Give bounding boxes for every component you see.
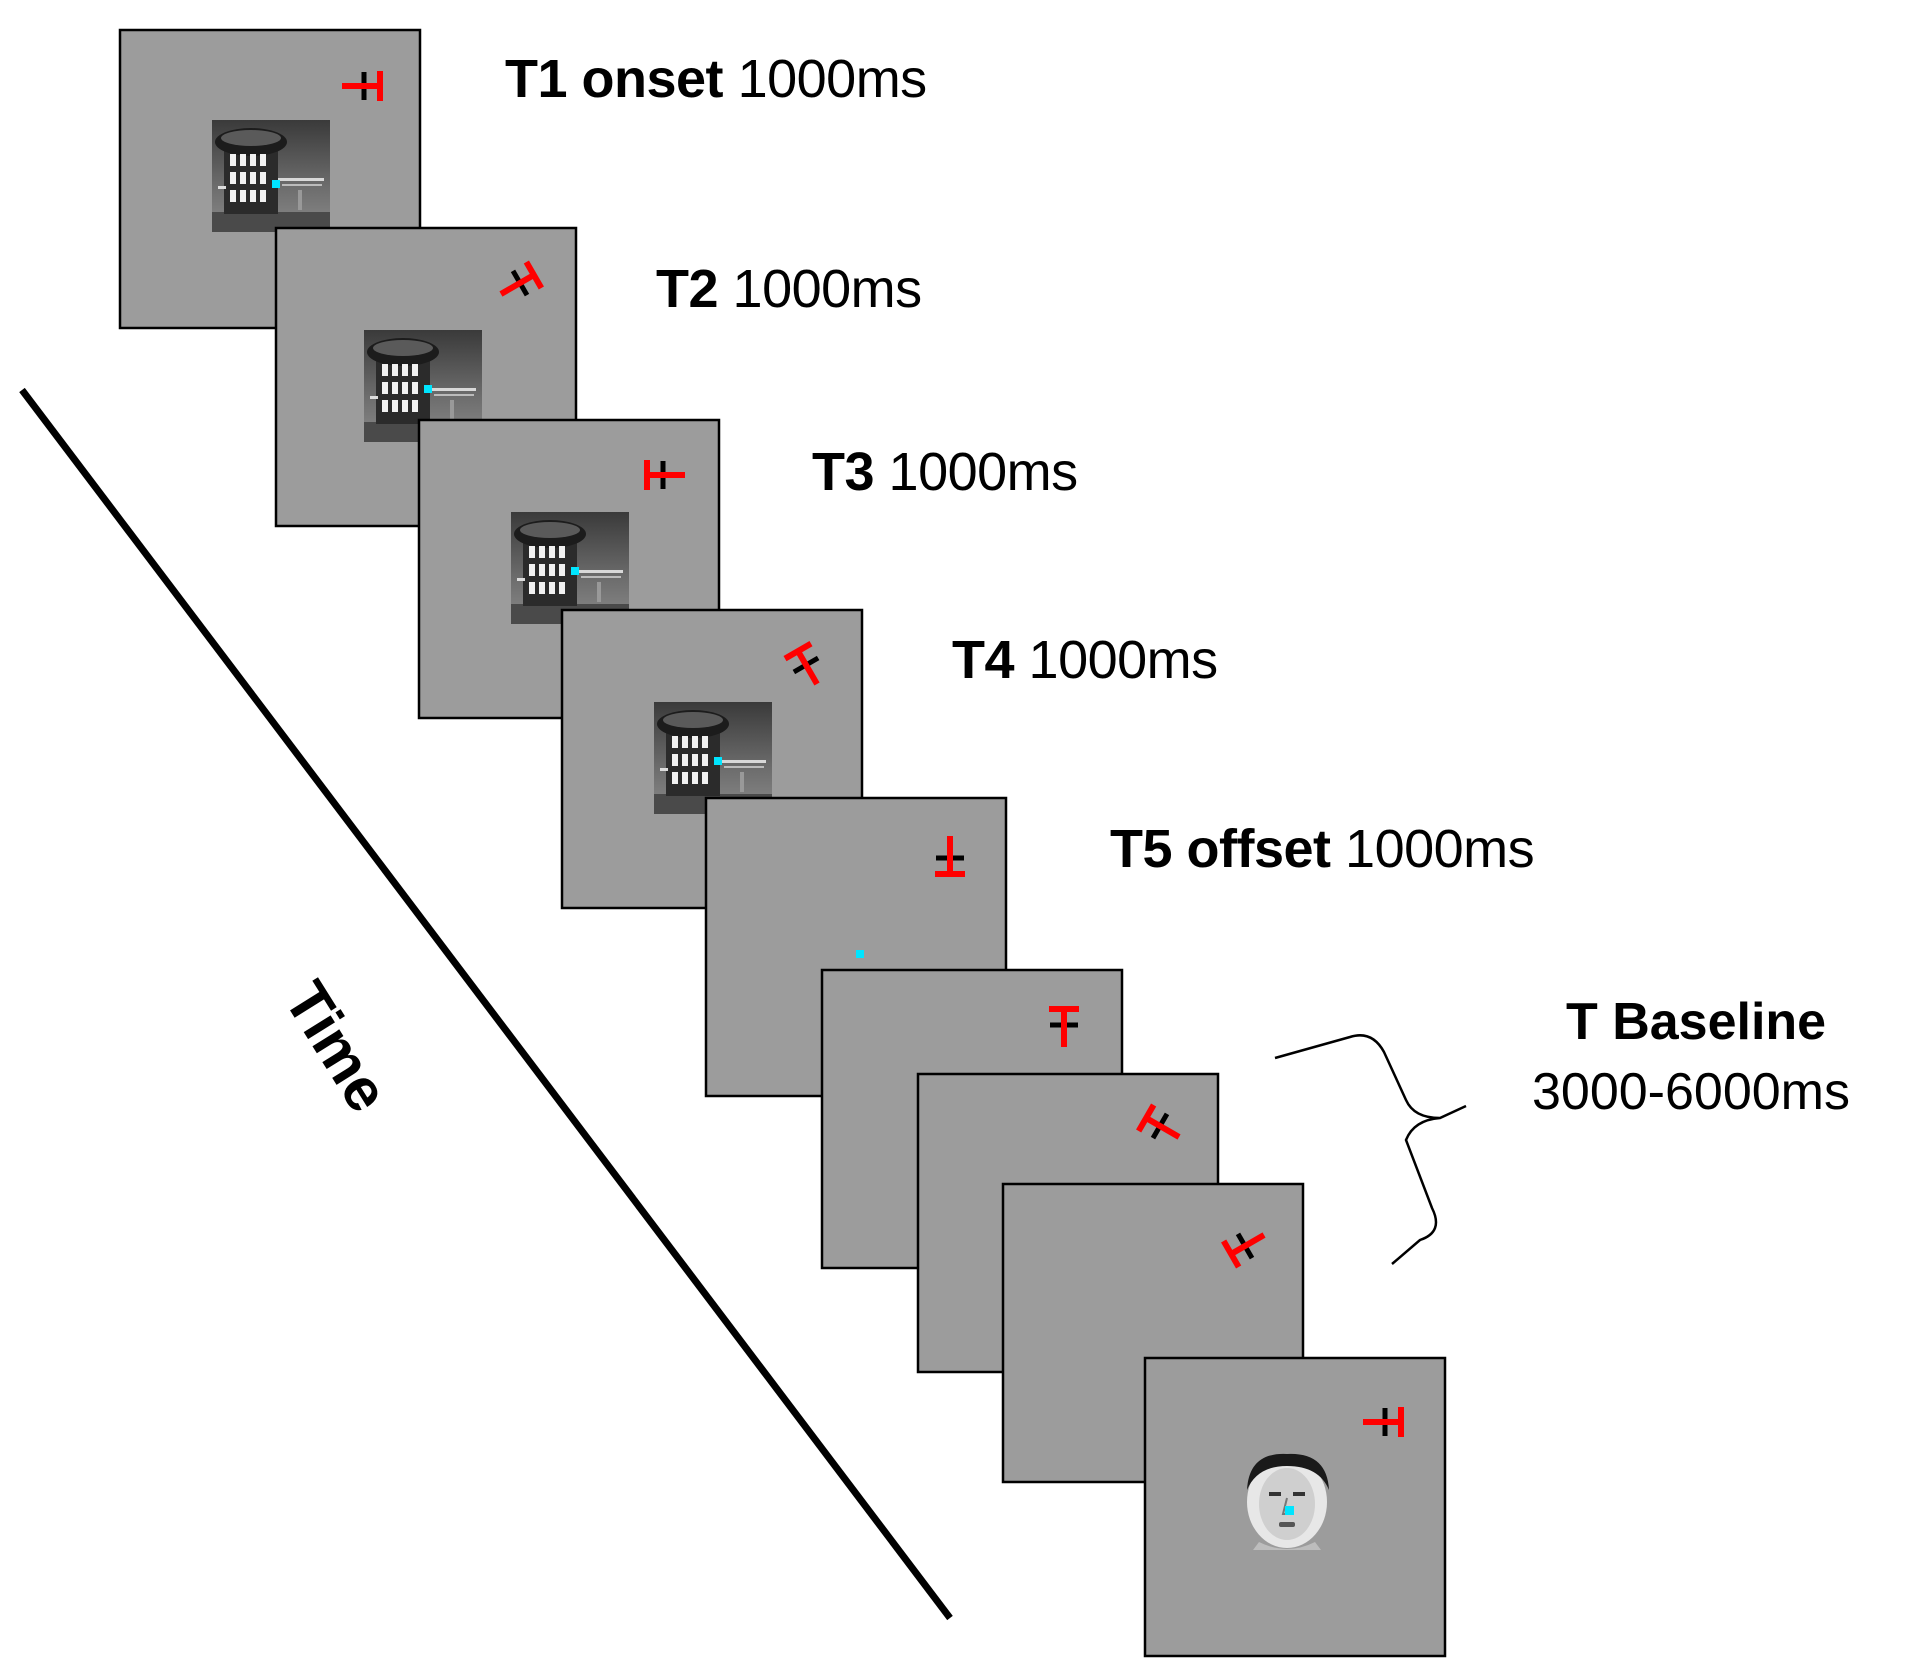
step-duration: 1000ms <box>732 259 923 319</box>
fixation-dot-icon <box>571 567 579 575</box>
rotating-probe-cross-icon <box>935 836 965 877</box>
fixation-dot-icon <box>272 180 280 188</box>
step-label-t1: T1 onset 1000ms <box>505 52 927 106</box>
step-duration: 1000ms <box>1028 630 1219 690</box>
building-photo-icon <box>511 512 629 624</box>
building-photo-icon <box>654 702 772 814</box>
step-name: T1 onset <box>505 49 724 109</box>
fixation-dot-icon <box>1285 1506 1294 1515</box>
rotating-probe-cross-icon <box>499 260 544 297</box>
step-name: T5 offset <box>1110 819 1331 879</box>
baseline-title: T Baseline <box>1566 993 1827 1051</box>
rotating-probe-cross-icon <box>342 71 383 101</box>
step-duration: 1000ms <box>888 442 1079 502</box>
step-label-t2: T2 1000ms <box>656 262 922 316</box>
rotating-probe-cross-icon <box>783 641 820 686</box>
fixation-dot-icon <box>714 757 722 765</box>
step-name: T3 <box>812 442 875 502</box>
baseline-duration: 3000-6000ms <box>1532 1063 1850 1121</box>
building-photo-icon <box>364 330 482 442</box>
rotating-probe-cross-icon <box>644 460 685 490</box>
time-axis-line <box>19 387 953 1621</box>
rotating-probe-cross-icon <box>1136 1103 1181 1140</box>
face-photo-icon <box>1247 1453 1329 1550</box>
step-label-t3: T3 1000ms <box>812 445 1078 499</box>
fixation-dot-icon <box>424 385 432 393</box>
rotating-probe-cross-icon <box>1363 1407 1404 1437</box>
step-label-t5: T5 offset 1000ms <box>1110 819 1535 879</box>
rotating-probe-cross-icon <box>1221 1232 1266 1269</box>
step-label-t4: T4 1000ms <box>952 633 1218 687</box>
rotating-probe-cross-icon <box>1049 1006 1079 1047</box>
step-name: T4 <box>952 630 1015 690</box>
step-duration: 1000ms <box>737 49 928 109</box>
step-duration: 1000ms <box>1345 819 1535 879</box>
step-name: T2 <box>656 259 719 319</box>
curly-brace-icon <box>1274 1034 1467 1265</box>
stimulus-frame-9 <box>1143 1356 1447 1658</box>
building-photo-icon <box>212 120 330 232</box>
fixation-dot-icon <box>856 950 864 958</box>
